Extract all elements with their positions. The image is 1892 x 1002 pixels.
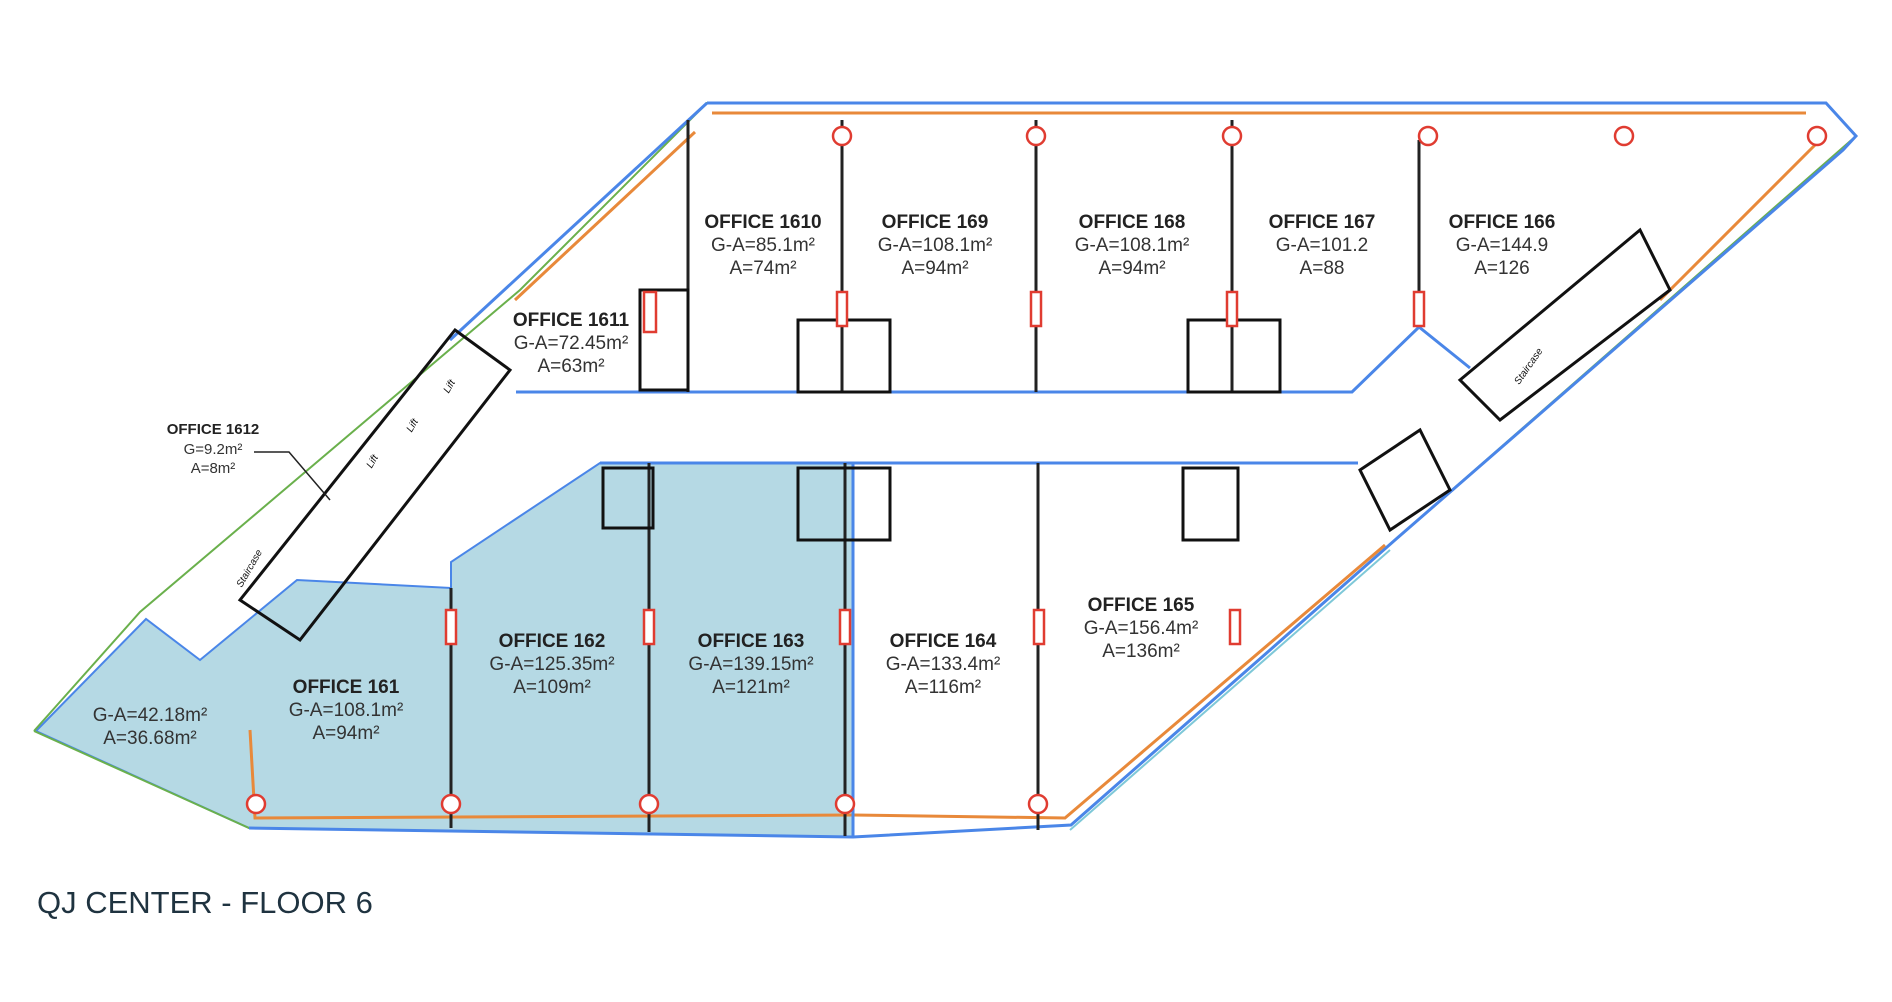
office-name: OFFICE 167 — [1269, 212, 1376, 233]
office-name: OFFICE 163 — [698, 631, 805, 652]
office-gross-area: G-A=139.15m² — [688, 654, 813, 675]
columns — [245, 125, 1828, 815]
office-165[interactable]: OFFICE 165 G-A=156.4m² A=136m² — [1084, 595, 1199, 662]
office-net-area: A=109m² — [513, 677, 591, 698]
office-name: OFFICE 164 — [890, 631, 997, 652]
office-net-area: A=94m² — [901, 258, 968, 279]
office-1611[interactable]: OFFICE 1611 G-A=72.45m² A=63m² — [513, 310, 630, 377]
office-net-area: A=94m² — [312, 723, 379, 744]
office-gross-area: G-A=156.4m² — [1084, 618, 1199, 639]
corridor-walls — [516, 325, 1471, 837]
staircase-label: Staircase — [235, 548, 266, 590]
office-net-area: A=63m² — [537, 356, 604, 377]
office-gross-area: G-A=144.9 — [1456, 235, 1548, 256]
office-167[interactable]: OFFICE 167 G-A=101.2 A=88 — [1269, 212, 1376, 279]
office-162[interactable]: OFFICE 162 G-A=125.35m² A=109m² — [489, 631, 614, 698]
office-gross-area: G=9.2m² — [184, 441, 243, 458]
staircase-label: Staircase — [1512, 346, 1545, 387]
office-corner[interactable]: G-A=42.18m² A=36.68m² — [93, 705, 208, 749]
office-1610[interactable]: OFFICE 1610 G-A=85.1m² A=74m² — [704, 212, 821, 279]
office-name: OFFICE 169 — [882, 212, 989, 233]
office-name: OFFICE 166 — [1449, 212, 1556, 233]
office-name: OFFICE 1612 — [167, 421, 260, 438]
office-name: OFFICE 165 — [1088, 595, 1195, 616]
office-163[interactable]: OFFICE 163 G-A=139.15m² A=121m² — [688, 631, 813, 698]
office-166[interactable]: OFFICE 166 G-A=144.9 A=126 — [1449, 212, 1556, 279]
office-net-area: A=88 — [1300, 258, 1345, 279]
office-name: OFFICE 1611 — [513, 310, 630, 331]
office-name: OFFICE 1610 — [704, 212, 821, 233]
office-gross-area: G-A=108.1m² — [1075, 235, 1190, 256]
lift-label: Lift — [365, 452, 382, 470]
lift-label: Lift — [442, 377, 459, 395]
office-gross-area: G-A=85.1m² — [711, 235, 815, 256]
floor-title: QJ CENTER - FLOOR 6 — [37, 885, 373, 920]
office-gross-area: G-A=108.1m² — [878, 235, 993, 256]
office-gross-area: G-A=42.18m² — [93, 705, 208, 726]
office-net-area: A=8m² — [191, 460, 236, 477]
office-168[interactable]: OFFICE 168 G-A=108.1m² A=94m² — [1075, 212, 1190, 279]
office-164[interactable]: OFFICE 164 G-A=133.4m² A=116m² — [886, 631, 1001, 698]
office-169[interactable]: OFFICE 169 G-A=108.1m² A=94m² — [878, 212, 993, 279]
office-net-area: A=116m² — [905, 677, 981, 698]
office-net-area: A=136m² — [1102, 641, 1180, 662]
office-gross-area: G-A=133.4m² — [886, 654, 1001, 675]
office-net-area: A=74m² — [729, 258, 796, 279]
office-net-area: A=121m² — [712, 677, 790, 698]
office-gross-area: G-A=125.35m² — [489, 654, 614, 675]
leader-line — [254, 451, 331, 501]
office-name: OFFICE 162 — [499, 631, 606, 652]
building-outline — [33, 101, 1859, 839]
lift-label: Lift — [405, 416, 422, 434]
office-name: OFFICE 168 — [1079, 212, 1186, 233]
office-net-area: A=126 — [1474, 258, 1529, 279]
office-161[interactable]: OFFICE 161 G-A=108.1m² A=94m² — [289, 677, 404, 744]
office-net-area: A=94m² — [1098, 258, 1165, 279]
office-gross-area: G-A=108.1m² — [289, 700, 404, 721]
office-1612[interactable]: OFFICE 1612 G=9.2m² A=8m² — [167, 421, 260, 477]
office-name: OFFICE 161 — [293, 677, 400, 698]
office-gross-area: G-A=101.2 — [1276, 235, 1368, 256]
office-net-area: A=36.68m² — [103, 728, 196, 749]
office-gross-area: G-A=72.45m² — [514, 333, 629, 354]
